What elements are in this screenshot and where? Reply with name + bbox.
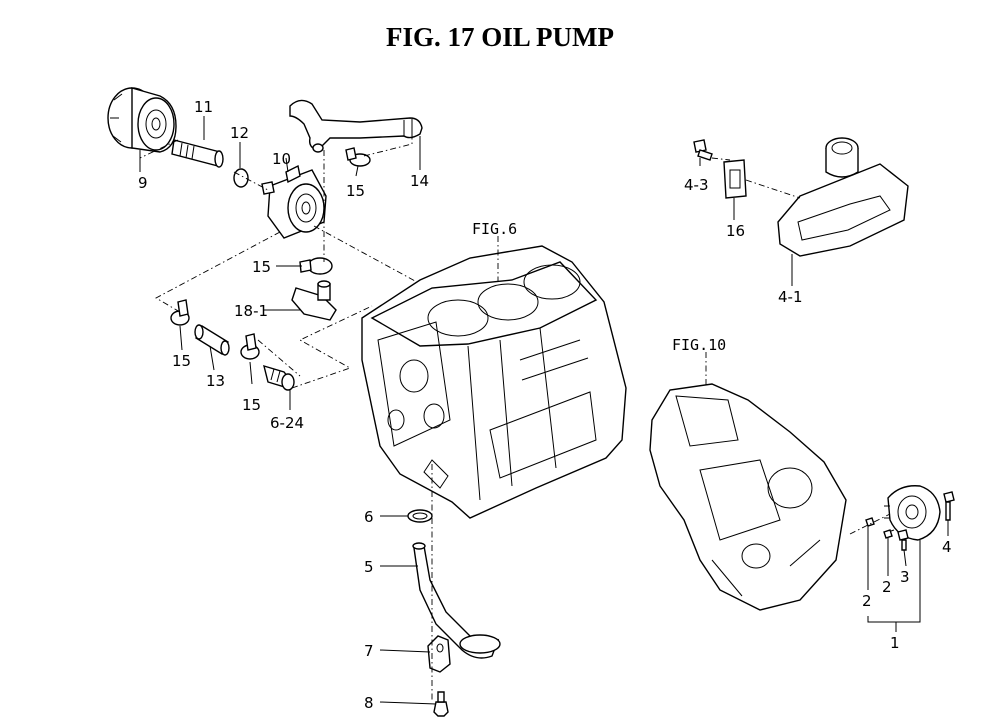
pump-dashed-line bbox=[849, 513, 891, 535]
figure-title: FIG. 17 OIL PUMP bbox=[386, 22, 614, 52]
bracket-part bbox=[427, 635, 451, 673]
oil-cooler-part bbox=[261, 164, 327, 239]
callout-16: 16 bbox=[726, 222, 745, 240]
callout-2-b: 2 bbox=[882, 578, 892, 596]
callout-13: 13 bbox=[206, 372, 225, 390]
fig6-reference: FIG.6 bbox=[472, 220, 517, 238]
callout-15-left: 15 bbox=[172, 352, 191, 370]
pin-2-part bbox=[865, 517, 893, 539]
callout-15-top: 15 bbox=[346, 182, 365, 200]
oil-hose-part bbox=[289, 99, 423, 153]
hose-clamp-mid-part bbox=[299, 257, 333, 275]
fig10-reference: FIG.10 bbox=[672, 336, 726, 354]
callout-6: 6 bbox=[364, 508, 374, 526]
bolt-4-3-part bbox=[693, 139, 713, 161]
gasket-ring-part bbox=[407, 509, 433, 523]
o-ring-part bbox=[233, 168, 249, 188]
hose-clamp-top-part bbox=[345, 147, 371, 167]
callout-2-a: 2 bbox=[862, 592, 872, 610]
callout-4-1: 4-1 bbox=[778, 288, 803, 306]
callout-15-lower: 15 bbox=[242, 396, 261, 414]
callout-6-24: 6-24 bbox=[270, 414, 304, 432]
gasket-16-part bbox=[723, 159, 747, 199]
callout-leader-lines bbox=[139, 116, 949, 705]
callout-12: 12 bbox=[230, 124, 249, 142]
callout-4-3: 4-3 bbox=[684, 176, 709, 194]
engine-block-part bbox=[361, 245, 627, 519]
oil-pump-part bbox=[884, 485, 941, 541]
upper-right-dashed-line bbox=[711, 157, 801, 199]
oil-strainer-pipe-part bbox=[412, 542, 501, 659]
hose-clamp-lower-part bbox=[240, 333, 260, 360]
callout-1: 1 bbox=[890, 634, 900, 652]
short-hose-part bbox=[194, 324, 230, 356]
assembly-dashed-lines bbox=[139, 124, 451, 389]
callout-8: 8 bbox=[364, 694, 374, 712]
fitting-part bbox=[263, 364, 295, 391]
callout-14: 14 bbox=[410, 172, 429, 190]
pump-housing-4-1-part bbox=[777, 137, 909, 257]
hose-clamp-left-part bbox=[170, 299, 190, 326]
oil-filter-part bbox=[107, 87, 177, 153]
callout-15-mid: 15 bbox=[252, 258, 271, 276]
bolt-part bbox=[433, 691, 449, 717]
pump-bolt-4-part bbox=[943, 491, 955, 521]
callout-9: 9 bbox=[138, 174, 148, 192]
callout-10: 10 bbox=[272, 150, 291, 168]
threaded-pipe-part bbox=[171, 139, 224, 168]
callout-7: 7 bbox=[364, 642, 374, 660]
callout-4: 4 bbox=[942, 538, 952, 556]
tee-pipe-part bbox=[291, 280, 337, 321]
callout-3: 3 bbox=[900, 568, 910, 586]
callout-5: 5 bbox=[364, 558, 374, 576]
callout-11: 11 bbox=[194, 98, 213, 116]
gear-case-part bbox=[649, 383, 847, 611]
screw-3-part bbox=[897, 529, 909, 551]
callout-18-1: 18-1 bbox=[234, 302, 268, 320]
